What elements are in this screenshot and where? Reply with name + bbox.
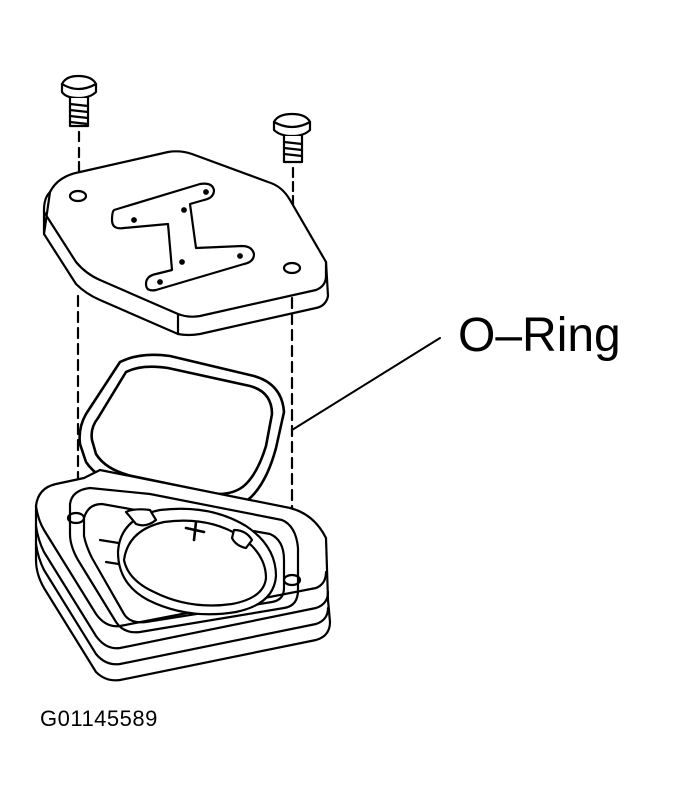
o-ring — [80, 355, 284, 508]
screw-left — [62, 76, 96, 172]
o-ring-callout-label: O–Ring — [458, 309, 621, 362]
screw-right — [274, 114, 310, 240]
callout-leader-line — [292, 338, 440, 430]
cover-plate — [44, 151, 328, 335]
base-housing — [36, 470, 330, 680]
figure-id: G01145589 — [40, 706, 158, 731]
